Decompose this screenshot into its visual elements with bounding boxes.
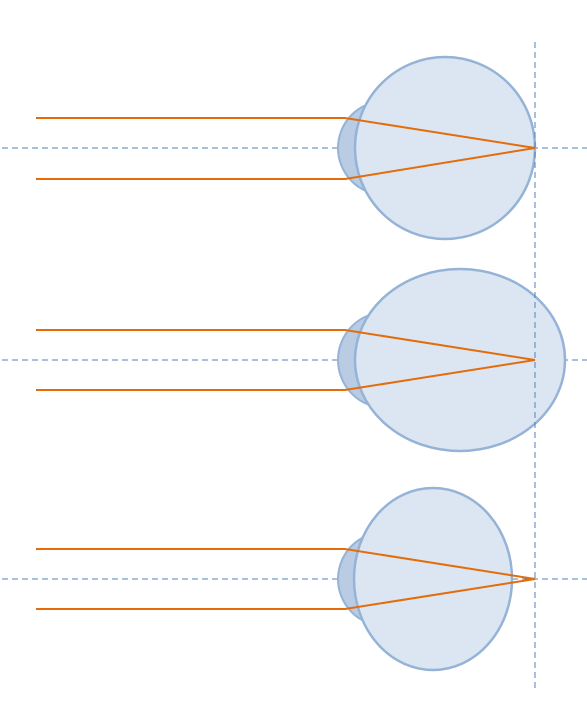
- eyeball-2: [353, 267, 567, 453]
- light-ray-lower-3: [36, 578, 536, 610]
- light-ray-upper-1: [36, 117, 536, 149]
- light-ray-lower-2: [36, 359, 536, 391]
- light-ray-lower-1: [36, 147, 536, 180]
- eyeball-1: [353, 55, 537, 241]
- eye-diagram-normal: [2, 55, 587, 241]
- eye-diagram-short: [2, 486, 587, 672]
- light-ray-upper-2: [36, 329, 536, 361]
- eyeball-3: [352, 486, 514, 672]
- light-ray-upper-3: [36, 548, 536, 580]
- eye-diagram-elongated: [2, 267, 587, 453]
